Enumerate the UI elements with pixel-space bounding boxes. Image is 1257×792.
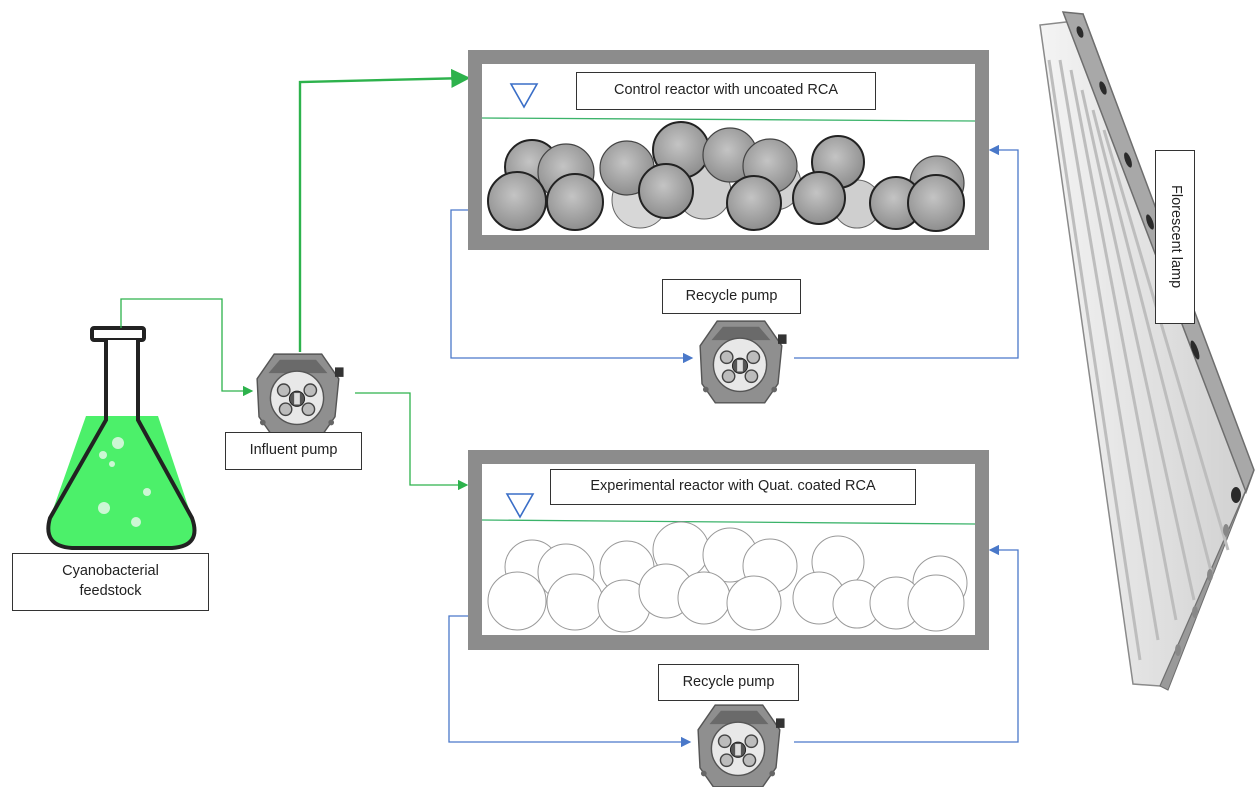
feedstock-label: Cyanobacterial feedstock [12, 553, 209, 611]
influent-pump-label: Influent pump [225, 432, 362, 470]
control-reactor-label: Control reactor with uncoated RCA [576, 72, 876, 110]
feed-line-experimental [355, 392, 469, 491]
water-level-marker-icon [509, 83, 539, 109]
recycle-pump-top-label: Recycle pump [662, 279, 801, 314]
feedstock-label-line2: feedstock [79, 583, 142, 599]
recycle-line-top-in [450, 209, 694, 364]
experimental-reactor-label: Experimental reactor with Quat. coated R… [550, 469, 916, 505]
feedstock-label-line1: Cyanobacterial [62, 563, 159, 580]
flask-icon [46, 326, 197, 550]
lamp-label: Florescent lamp [1155, 150, 1195, 324]
recycle-pump-bottom-icon [697, 704, 786, 788]
recycle-pump-top-icon [699, 320, 788, 404]
recycle-line-bottom-out [794, 544, 1019, 743]
recycle-pump-bottom-label: Recycle pump [658, 664, 799, 701]
fluorescent-lamp-icon [1039, 11, 1255, 691]
feed-line-control [298, 68, 471, 352]
coated-media [487, 521, 968, 633]
water-level-marker-icon [505, 493, 535, 519]
recycle-line-top-out [794, 144, 1019, 359]
recycle-line-bottom-in [448, 615, 692, 748]
feed-line-1 [120, 298, 254, 397]
uncoated-media [487, 121, 965, 232]
influent-pump-icon [256, 353, 345, 437]
